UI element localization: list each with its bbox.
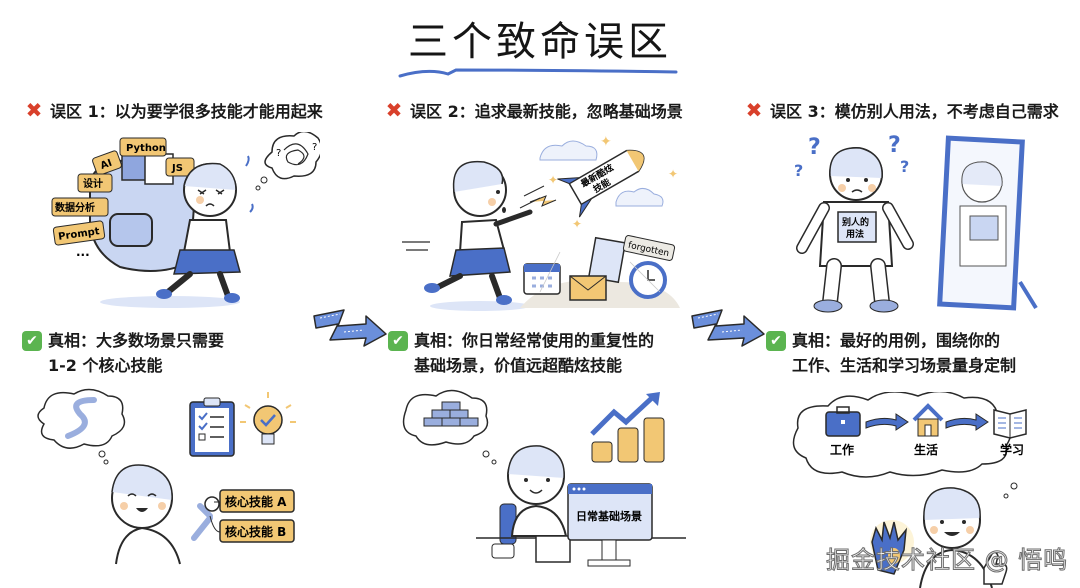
forgotten-tag: forgotten	[622, 235, 676, 261]
trend-up-arrow-icon	[590, 394, 656, 436]
svg-text:用法: 用法	[845, 228, 864, 240]
skill-tags: Python AI JS 设计 数据分析 Prompt ...	[51, 137, 195, 259]
svg-text:核心技能 B: 核心技能 B	[225, 524, 286, 539]
glove-fit-icon	[870, 520, 914, 575]
flow-item-life: 生活	[912, 403, 944, 457]
svg-text:?: ?	[888, 133, 901, 158]
svg-text:学习: 学习	[1000, 442, 1024, 457]
truth-line-1: 真相：最好的用例，围绕你的	[792, 331, 1001, 350]
cross-mark-icon: ✖	[25, 98, 43, 122]
house-icon	[912, 403, 944, 437]
check-mark-icon: ✔	[766, 330, 786, 351]
truth-block-3: ✔ 真相：最好的用例，围绕你的 工作、生活和学习场景量身定制	[766, 328, 1016, 378]
svg-text:别人的: 别人的	[841, 216, 869, 228]
stacked-bricks-icon	[423, 401, 479, 427]
confused-thought-bubble: ??	[255, 132, 320, 191]
svg-text:数据分析: 数据分析	[55, 201, 95, 214]
myth-column-1: ✖ 误区 1：以为要学很多技能才能用起来 Python AI JS 设计 数据分…	[0, 92, 360, 588]
notepad-icon	[535, 535, 571, 563]
coin-stacks-icon	[591, 417, 665, 463]
overloaded-backpack-illustration: Python AI JS 设计 数据分析 Prompt ...	[50, 132, 320, 312]
svg-text:✦: ✦	[572, 217, 582, 231]
myth-column-2: ✖ 误区 2：追求最新技能，忽略基础场景	[370, 92, 730, 588]
svg-text:设计: 设计	[83, 177, 103, 190]
svg-text:?: ?	[276, 148, 281, 159]
astronaut-mirror-illustration: ? ? ? ? 别人的 用法	[780, 132, 1040, 318]
thumbs-up-icon	[983, 551, 1008, 585]
truth-line-2: 1-2 个核心技能	[48, 356, 163, 375]
envelope-icon	[569, 275, 607, 301]
svg-text:?: ?	[808, 135, 821, 160]
chasing-rocket-illustration: 最新酷炫 技能 ✦ ✦ ✦ ✦	[400, 132, 690, 318]
zigzag-arrow-icon	[691, 309, 765, 347]
skill-tag-b	[219, 519, 295, 543]
monitor-icon: 日常基础场景	[567, 483, 653, 567]
cross-mark-icon: ✖	[745, 98, 763, 122]
flow-arrow-icon	[945, 413, 989, 431]
myth-heading-2: ✖ 误区 2：追求最新技能，忽略基础场景	[384, 98, 683, 122]
svg-text:?: ?	[794, 161, 803, 180]
check-mark-icon: ✔	[22, 330, 42, 351]
svg-text:JS: JS	[171, 163, 183, 174]
skill-tag-a	[219, 489, 295, 513]
tag-python: Python	[126, 143, 166, 154]
truth-line-1: 真相：大多数场景只需要	[48, 331, 225, 350]
open-book-icon	[993, 409, 1027, 439]
myth-label: 误区 2：追求最新技能，忽略基础场景	[410, 102, 683, 121]
svg-text:核心技能 A: 核心技能 A	[225, 494, 287, 509]
myth-column-3: ✖ 误区 3：模仿别人用法，不考虑自己需求 ? ? ? ? 别人的 用法	[720, 92, 1080, 588]
flow-arrow-icon	[865, 413, 909, 431]
phone-icon	[491, 543, 515, 559]
svg-text:AI: AI	[99, 158, 114, 172]
daily-scenario-illustration: 日常基础场景	[396, 388, 686, 584]
svg-text:✦: ✦	[668, 167, 678, 181]
clipboard-checklist-icon	[189, 397, 235, 457]
truth-line-1: 真相：你日常经常使用的重复性的	[414, 331, 655, 350]
check-mark-icon: ✔	[388, 330, 408, 351]
wrench-icon	[191, 496, 220, 541]
mirror-icon	[937, 135, 1038, 311]
zigzag-arrow-icon	[313, 309, 387, 347]
myth-label: 误区 1：以为要学很多技能才能用起来	[50, 102, 323, 121]
svg-text:?: ?	[900, 157, 909, 176]
truth-line-2: 基础场景，价值远超酷炫技能	[414, 356, 623, 375]
watermark: 掘金技术社区 @ 悟鸣	[825, 546, 1069, 575]
core-skills-illustration: 核心技能 A 核心技能 B	[24, 388, 314, 584]
svg-text:✦: ✦	[548, 173, 558, 187]
cross-mark-icon: ✖	[385, 98, 403, 122]
myth-heading-3: ✖ 误区 3：模仿别人用法，不考虑自己需求	[744, 98, 1059, 122]
truth-block-1: ✔ 真相：大多数场景只需要 1-2 个核心技能	[22, 328, 224, 378]
calendar-icon	[523, 263, 561, 295]
svg-text:日常基础场景: 日常基础场景	[576, 509, 642, 523]
svg-text:?: ?	[312, 142, 317, 153]
briefcase-icon	[825, 406, 861, 437]
truth-block-2: ✔ 真相：你日常经常使用的重复性的 基础场景，价值远超酷炫技能	[388, 328, 654, 378]
lightbulb-check-icon	[240, 392, 296, 445]
page-title-block: 三个致命误区	[380, 4, 700, 84]
svg-text:工作: 工作	[830, 442, 854, 457]
page-title: 三个致命误区	[408, 19, 672, 65]
custom-fit-illustration: 工作 生活 学习	[786, 392, 1056, 588]
title-underline	[398, 68, 678, 78]
flow-item-work: 工作	[825, 406, 861, 457]
svg-text:✦: ✦	[600, 134, 612, 150]
truth-line-2: 工作、生活和学习场景量身定制	[792, 356, 1017, 375]
flow-item-study: 学习	[993, 409, 1027, 457]
myth-label: 误区 3：模仿别人用法，不考虑自己需求	[770, 102, 1059, 121]
svg-text:...: ...	[76, 245, 90, 259]
myth-heading-1: ✖ 误区 1：以为要学很多技能才能用起来	[24, 98, 323, 122]
svg-text:生活: 生活	[914, 442, 938, 457]
